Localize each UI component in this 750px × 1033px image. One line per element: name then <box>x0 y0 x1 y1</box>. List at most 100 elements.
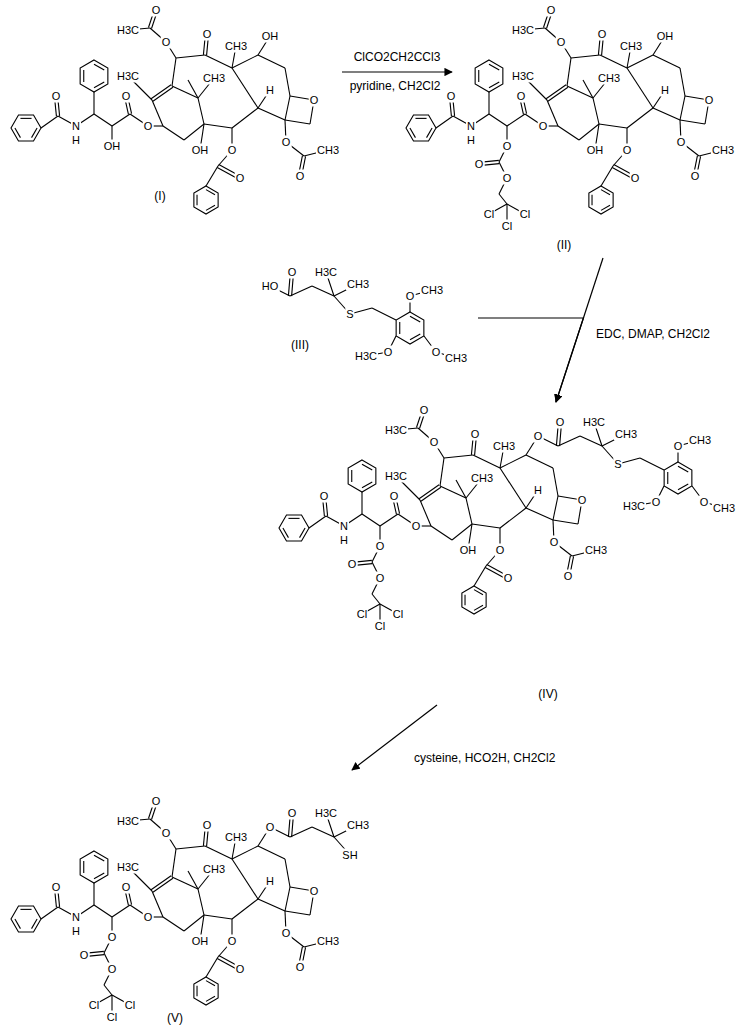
atom-label: O <box>383 346 394 359</box>
bond-line <box>258 108 285 120</box>
bond-line <box>285 859 290 887</box>
aromatic-ring <box>80 60 108 92</box>
atom-label: O <box>431 346 442 359</box>
bond-line <box>232 846 258 859</box>
bond-line <box>627 68 653 108</box>
atom-label: CH3 <box>346 278 370 291</box>
atom-label: O <box>295 961 306 974</box>
bond-line <box>452 524 472 540</box>
bond-line <box>567 58 571 86</box>
bond-line <box>94 114 112 126</box>
atom-label: O <box>446 90 457 103</box>
ring-double-bond <box>206 996 215 1001</box>
bond-line <box>188 871 198 889</box>
atom-label: H3C <box>314 807 338 820</box>
atom-label: O <box>375 540 386 553</box>
compound-region: (V) <box>0 770 420 1030</box>
bond-line <box>440 458 444 486</box>
bond-line <box>558 436 580 446</box>
atom-label: Cl <box>483 208 495 221</box>
bond-line <box>172 849 176 877</box>
atom-label: O <box>161 827 172 840</box>
ring-double-bond <box>489 82 499 88</box>
atom-label: OH <box>261 30 280 43</box>
atom-label: CH3 <box>316 144 340 157</box>
bond-line <box>206 957 218 977</box>
bond-line <box>41 116 58 128</box>
atom-label: CH3 <box>346 819 370 832</box>
ring-double-bond <box>489 64 499 70</box>
atom-label: O <box>143 911 154 924</box>
bond-line <box>526 508 553 520</box>
atom-label: O <box>699 496 710 509</box>
bond-line <box>258 899 285 911</box>
ring-double-bond <box>32 128 38 138</box>
ring-double-bond <box>474 590 483 595</box>
compound-number: (II) <box>555 238 574 252</box>
bond-line <box>184 124 204 140</box>
ring-double-bond <box>94 855 104 861</box>
atom-label: O <box>265 821 276 834</box>
atom-label: OH <box>656 30 675 43</box>
atom-label: CH3 <box>202 863 226 876</box>
bond-line <box>361 492 362 514</box>
aromatic-ring <box>396 312 424 344</box>
reagent-label: EDC, DMAP, CH2Cl2 <box>594 327 712 341</box>
atom-label: N <box>339 520 349 533</box>
reagent-label: ClCO2CH2CCl3 <box>352 50 443 64</box>
atom-label: Cl <box>374 620 386 633</box>
atom-label: O <box>503 572 514 585</box>
aromatic-ring <box>406 115 436 141</box>
atom-label: CH3 <box>444 352 468 365</box>
atom-label: O <box>227 935 238 948</box>
bond-line <box>579 124 599 140</box>
ring-double-bond <box>300 528 306 538</box>
aromatic-ring <box>664 462 692 494</box>
bond-line <box>198 889 204 915</box>
atom-label: O <box>151 4 162 17</box>
atom-label: O <box>161 36 172 49</box>
bond-line <box>153 878 173 892</box>
ring-double-bond <box>362 482 372 488</box>
ring-double-bond <box>351 470 352 482</box>
compound-number: (V) <box>165 1011 185 1025</box>
bond-line <box>653 108 680 120</box>
bond-line <box>205 846 232 859</box>
atom-label: O <box>470 428 481 441</box>
bond-line <box>152 100 163 126</box>
atom-label: H <box>533 484 543 497</box>
bond-line <box>290 286 312 296</box>
atom-label: O <box>309 885 320 898</box>
bond-line <box>232 108 258 128</box>
bond-line <box>553 496 558 520</box>
reaction-arrow <box>342 71 452 72</box>
bond-line <box>571 55 600 58</box>
ring-double-bond <box>678 484 688 490</box>
atom-label: H3C <box>384 470 408 483</box>
bond-line <box>526 455 553 468</box>
atom-label: CH3 <box>688 434 712 447</box>
bond-line <box>627 108 653 128</box>
atom-label: O <box>375 572 386 585</box>
bond-line <box>204 915 232 919</box>
bond-line <box>473 455 500 468</box>
atom-label: O <box>429 436 440 449</box>
aromatic-ring <box>80 851 108 883</box>
atom-label: SH <box>341 849 358 862</box>
ring-double-bond <box>20 118 31 119</box>
atom-label: O <box>673 440 684 453</box>
ring-double-bond <box>15 128 21 138</box>
atom-label: O <box>516 90 527 103</box>
bond-line <box>151 85 171 99</box>
ring-double-bond <box>283 528 289 538</box>
ring-double-bond <box>196 986 197 996</box>
bond-line <box>206 166 218 186</box>
atom-label: H3C <box>384 424 408 437</box>
reaction-arrow <box>478 318 583 402</box>
bond-line <box>653 55 680 68</box>
ring-double-bond <box>362 464 372 470</box>
atom-label: Cl <box>124 999 136 1012</box>
atom-label: O <box>202 819 213 832</box>
bond-line <box>176 55 205 58</box>
bond-line <box>188 80 198 98</box>
